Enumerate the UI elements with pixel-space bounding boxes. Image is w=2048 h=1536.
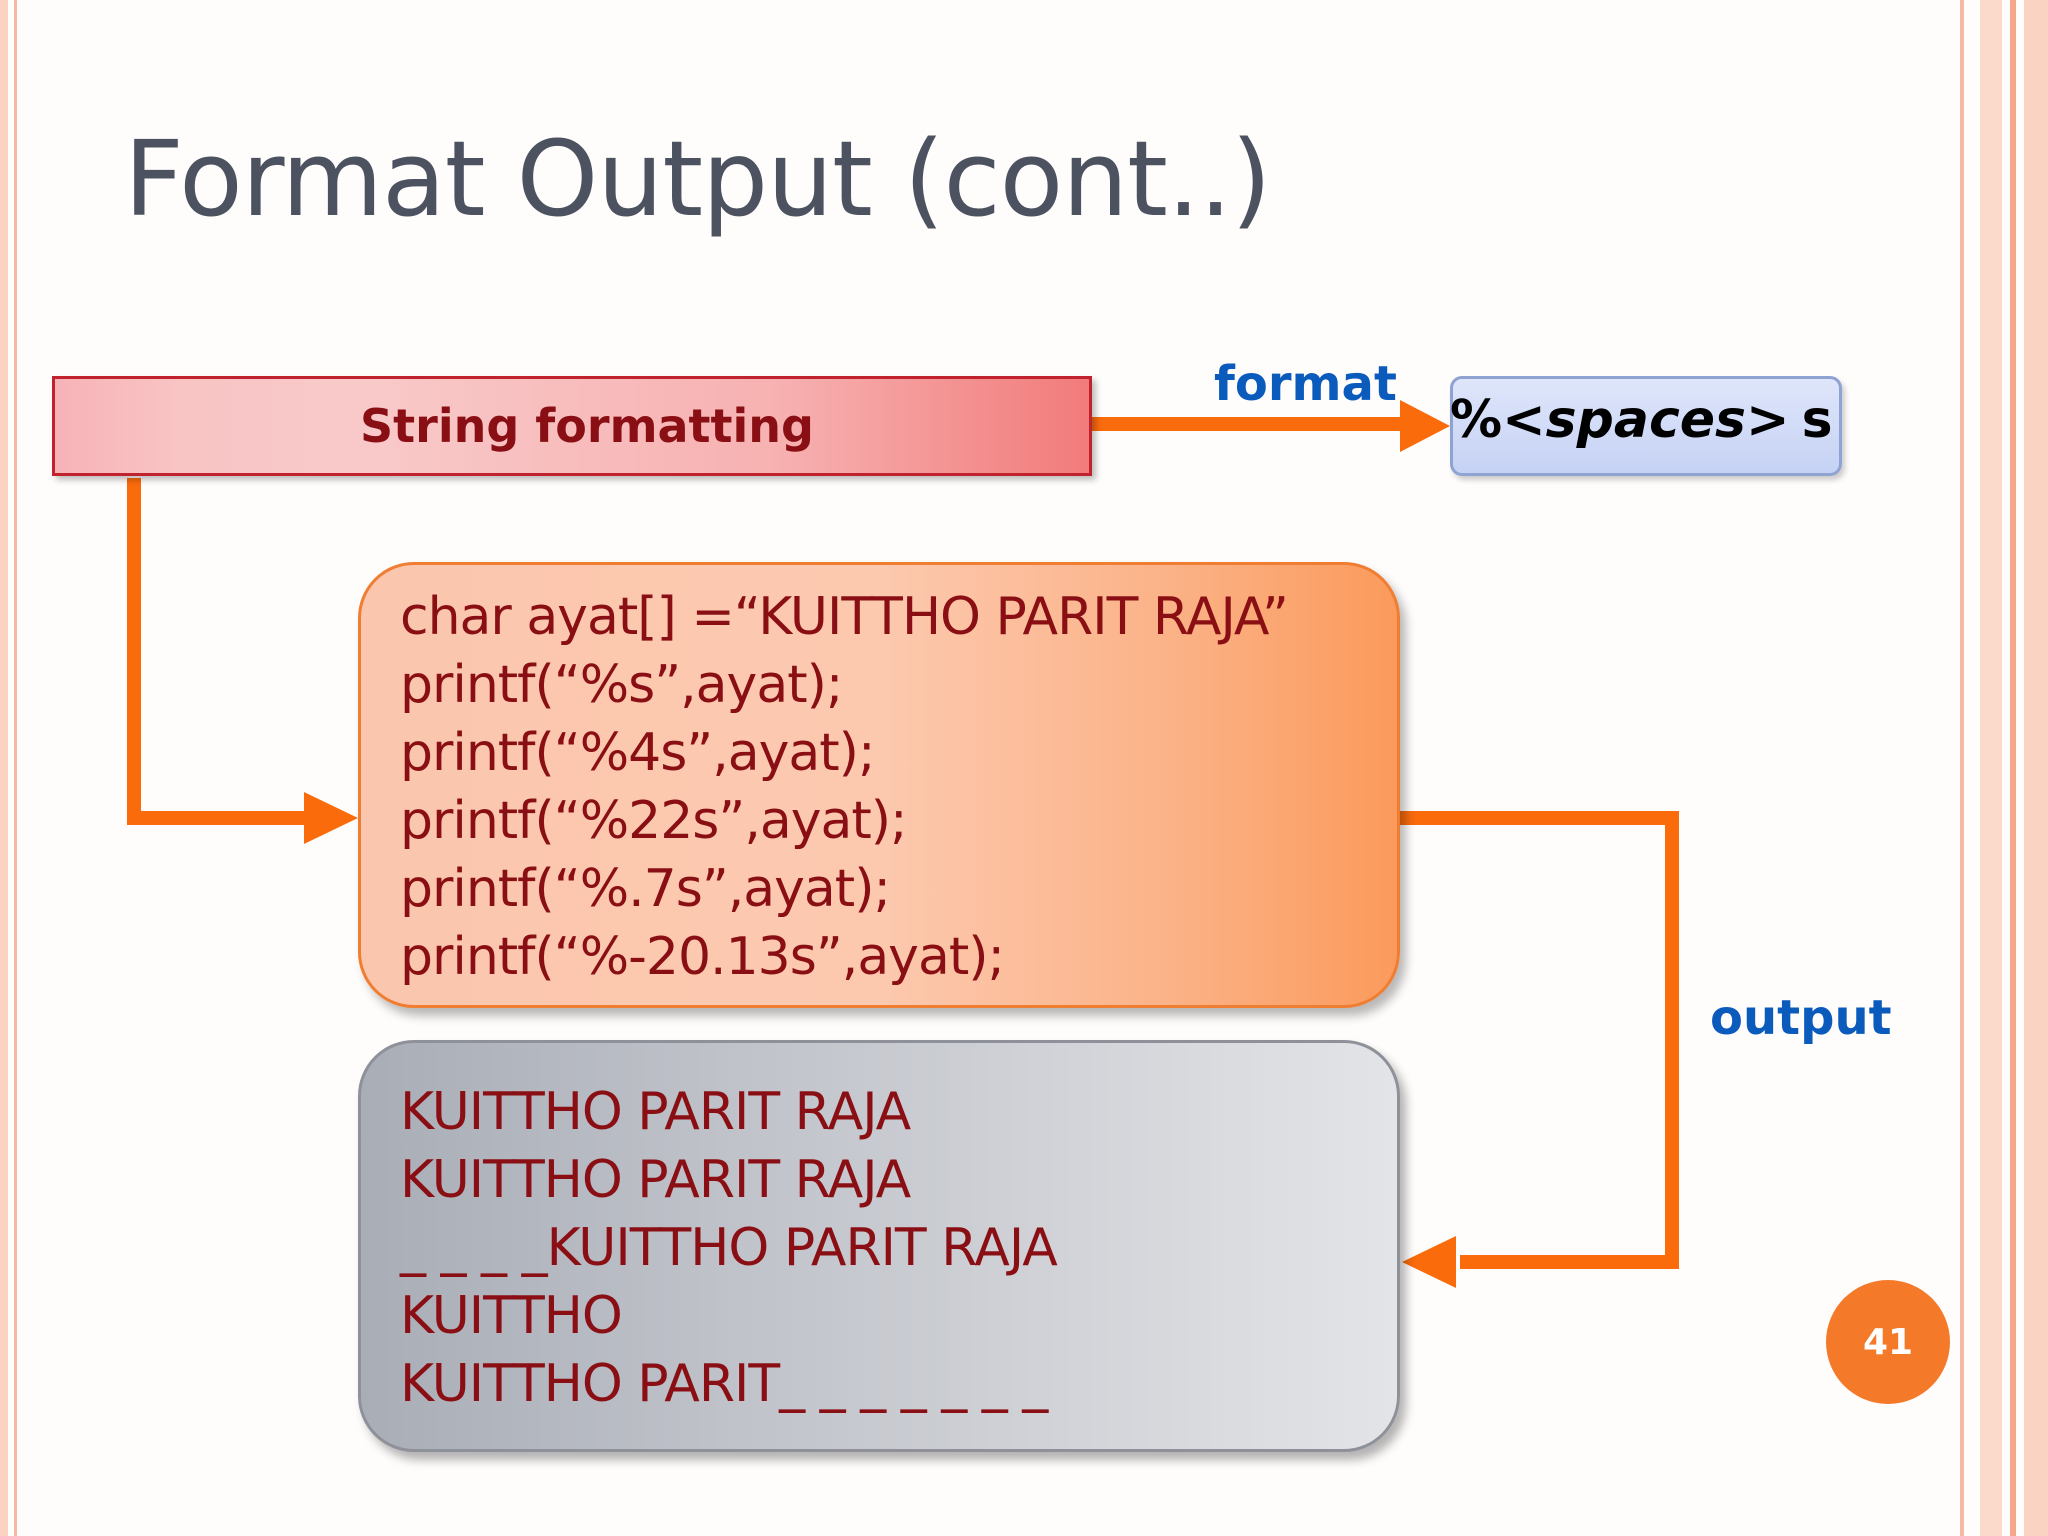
code-lines: char ayat[] =“KUITTHO PARIT RAJA” printf… (400, 583, 1289, 991)
code-line: printf(“%4s”,ayat); (400, 723, 875, 783)
border-stripe-inner (1960, 0, 1964, 1536)
output-line: KUITTHO PARIT RAJA (400, 1082, 911, 1142)
output-line: KUITTHO PARIT RAJA (400, 1150, 911, 1210)
connector-to-output (1400, 811, 1679, 1269)
page-number-badge: 41 (1826, 1280, 1950, 1404)
output-line: KUITTHO PARIT_ _ _ _ _ _ _ (400, 1354, 1048, 1414)
output-lines: KUITTHO PARIT RAJA KUITTHO PARIT RAJA _ … (400, 1078, 1058, 1418)
border-stripe-left-line (14, 0, 17, 1536)
code-line: printf(“%-20.13s”,ayat); (400, 927, 1005, 987)
connector-to-code (127, 478, 310, 825)
output-box (358, 1040, 1400, 1452)
code-line: printf(“%.7s”,ayat); (400, 859, 891, 919)
spec-percent: % (1450, 390, 1503, 450)
code-box (358, 562, 1400, 1008)
border-stripe-left (0, 0, 8, 1536)
code-line: printf(“%s”,ayat); (400, 655, 843, 715)
border-stripe-edge (2024, 0, 2048, 1536)
border-stripe-middle (1980, 0, 2002, 1536)
code-arrowhead (304, 792, 358, 844)
output-line: KUITTHO (400, 1286, 623, 1346)
output-label: output (1710, 990, 1892, 1046)
format-arrowhead (1400, 400, 1450, 452)
spec-spaces: <spaces> (1502, 390, 1790, 450)
code-line: char ayat[] =“KUITTHO PARIT RAJA” (400, 587, 1289, 647)
header-label: String formatting (360, 399, 814, 453)
string-formatting-box: String formatting (52, 376, 1092, 476)
border-stripe-outer (2010, 0, 2016, 1536)
output-line: _ _ _ _KUITTHO PARIT RAJA (400, 1218, 1058, 1278)
spec-suffix: s (1801, 390, 1833, 450)
format-spec-text: %<spaces>s (1450, 390, 1833, 450)
code-line: printf(“%22s”,ayat); (400, 791, 908, 851)
slide-title: Format Output (cont..) (124, 118, 1272, 240)
format-label: format (1214, 356, 1397, 412)
format-spec-box (1450, 376, 1842, 476)
output-arrowhead (1402, 1236, 1456, 1288)
